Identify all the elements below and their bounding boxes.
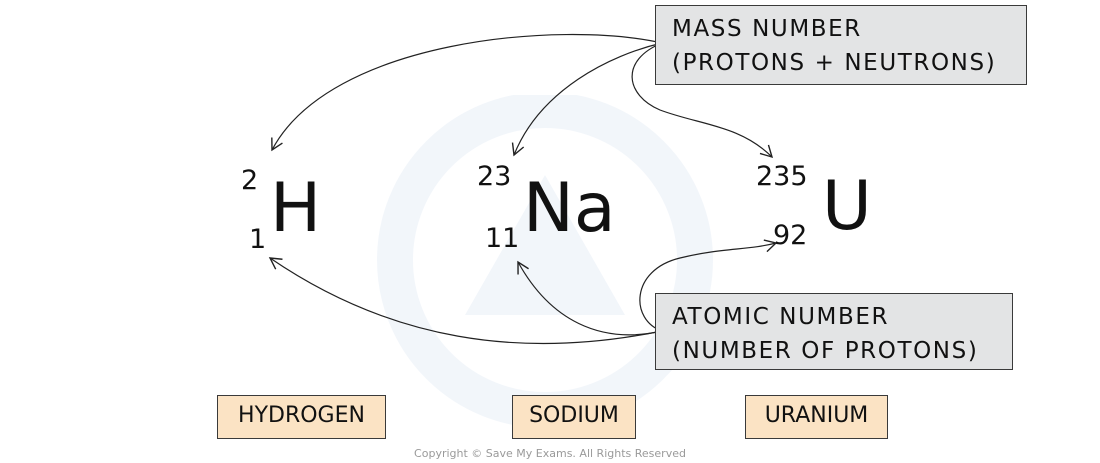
arrow-atomic-to-na (517, 260, 663, 336)
arrow-atomic-to-h (268, 257, 663, 345)
hydrogen-name-label: HYDROGEN (217, 395, 386, 439)
atomic-number-callout: ATOMIC NUMBER (NUMBER OF PROTONS) (655, 293, 1013, 370)
sodium-atomic-number: 11 (485, 223, 520, 254)
hydrogen-symbol: H (270, 169, 322, 248)
arrow-mass-to-na (511, 42, 663, 157)
arrow-atomic-to-u (639, 239, 778, 332)
hydrogen-mass-number: 2 (241, 165, 259, 196)
mass-number-callout: MASS NUMBER (PROTONS + NEUTRONS) (655, 5, 1027, 85)
sodium-mass-number: 23 (477, 161, 512, 192)
atomic-number-description: (NUMBER OF PROTONS) (672, 338, 979, 364)
uranium-atomic-number: 92 (773, 220, 808, 251)
arrow-mass-to-u (631, 42, 774, 159)
atomic-number-label: ATOMIC NUMBER (672, 304, 890, 330)
arrow-mass-to-h (271, 33, 663, 152)
uranium-symbol: U (822, 167, 872, 246)
hydrogen-atomic-number: 1 (249, 224, 267, 255)
mass-number-label: MASS NUMBER (672, 16, 862, 42)
uranium-mass-number: 235 (756, 161, 808, 192)
sodium-symbol: Na (523, 169, 616, 248)
mass-number-description: (PROTONS + NEUTRONS) (672, 50, 997, 76)
uranium-name-label: URANIUM (745, 395, 888, 439)
sodium-name-label: SODIUM (512, 395, 636, 439)
copyright-notice: Copyright © Save My Exams. All Rights Re… (414, 447, 686, 460)
